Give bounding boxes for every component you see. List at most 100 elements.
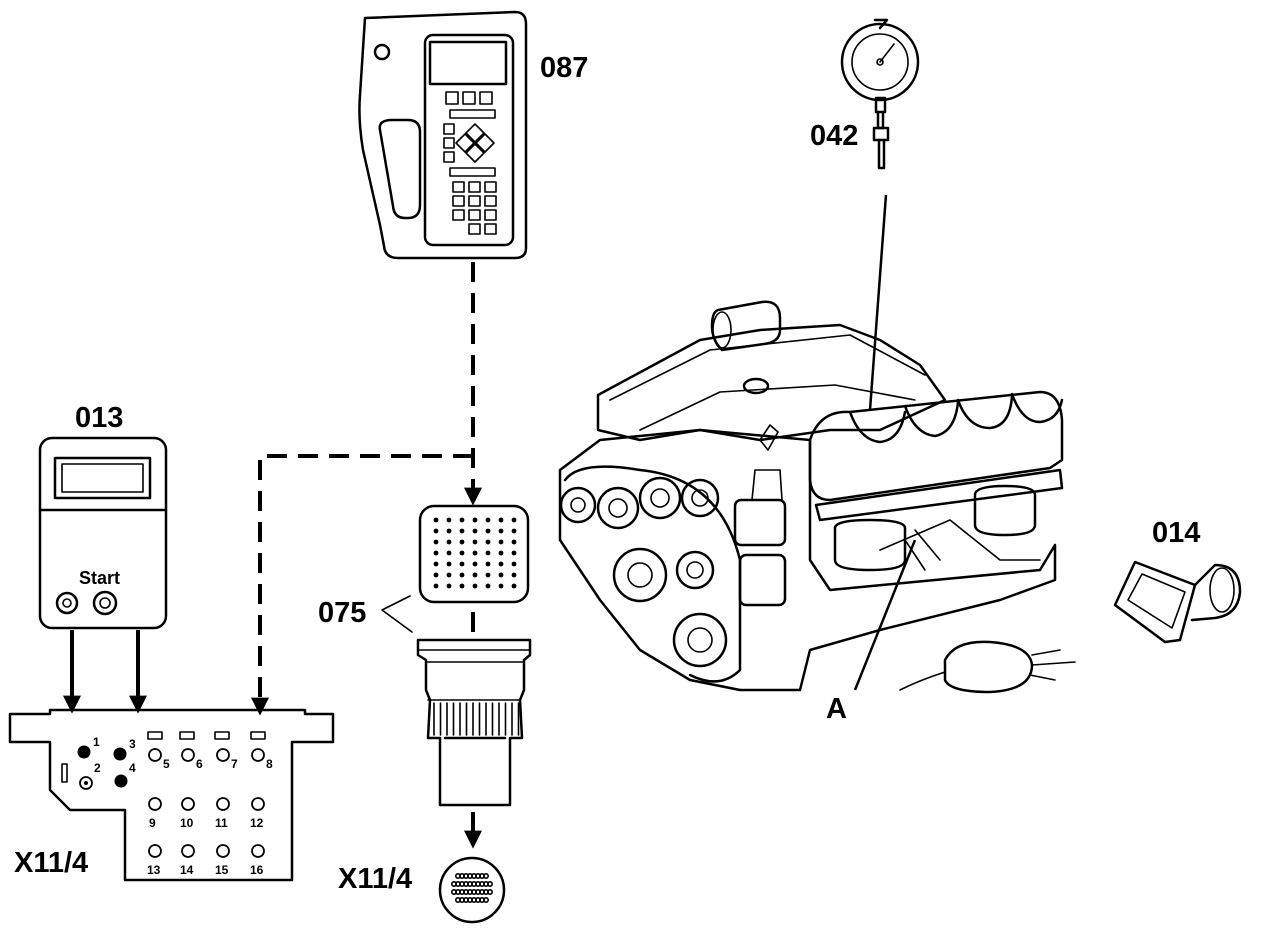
pin-contact: [251, 748, 265, 762]
gauge-lead-line: [868, 194, 888, 411]
plug-contact: [472, 583, 478, 589]
round-socket-contacts: [450, 872, 493, 903]
plug-contact: [446, 583, 452, 589]
plug-contact: [459, 550, 465, 556]
pin-contact: [148, 844, 162, 858]
plug-contact: [498, 561, 504, 567]
keypad-key: [452, 181, 465, 193]
plug-contact: [498, 539, 504, 545]
plug-contact: [433, 539, 439, 545]
keypad-key: [468, 181, 481, 193]
tester-013: Start 013: [38, 402, 168, 630]
plug-contact: [485, 517, 491, 523]
socket-pin: 14: [180, 844, 195, 877]
pin-number: 9: [149, 816, 156, 830]
keypad-key: [468, 223, 481, 235]
pin-contact-center: [84, 781, 88, 785]
socket-pin: 7: [216, 748, 238, 771]
label-075: 075: [318, 597, 366, 629]
plug-contact: [511, 550, 517, 556]
plug-contact: [459, 583, 465, 589]
pin-number: 12: [250, 816, 264, 830]
plug-contact: [511, 561, 517, 567]
pin-number: 10: [180, 816, 194, 830]
plug-contact: [511, 572, 517, 578]
keypad-key: [452, 195, 465, 207]
label-x11-4-left: X11/4: [14, 847, 88, 879]
plug-contact: [485, 539, 491, 545]
keypad-key: [484, 181, 497, 193]
pin-contact: [148, 748, 162, 762]
socket-pin: 9: [148, 797, 162, 830]
label-x11-4-right: X11/4: [338, 863, 412, 895]
socket-pin: 4: [114, 761, 136, 788]
start-button-label: Start: [79, 568, 120, 588]
plug-contact: [433, 583, 439, 589]
pin-contact-filled: [77, 745, 91, 759]
plug-contact: [446, 561, 452, 567]
keypad-key: [452, 209, 465, 221]
pin-contact: [216, 844, 230, 858]
plug-contact: [459, 572, 465, 578]
plug-contact: [459, 561, 465, 567]
plug-contact: [485, 550, 491, 556]
pin-contact: [181, 844, 195, 858]
pin-number: 3: [129, 737, 136, 751]
socket-pin: 3: [113, 737, 136, 761]
label-a: A: [826, 693, 847, 725]
plug-contact: [485, 572, 491, 578]
plug-contact: [498, 550, 504, 556]
pin-number: 6: [196, 757, 203, 771]
plug-contact: [485, 528, 491, 534]
keypad-key: [484, 223, 497, 235]
pin-contact-filled: [114, 774, 128, 788]
pin-contact: [148, 797, 162, 811]
plug-contact: [511, 583, 517, 589]
plug-contact: [472, 539, 478, 545]
plug-contact: [472, 572, 478, 578]
pin-number: 2: [94, 761, 101, 775]
pin-contact: [216, 797, 230, 811]
round-socket-contact: [482, 872, 489, 879]
plug-contact: [485, 583, 491, 589]
plug-contact: [433, 550, 439, 556]
plug-grip-ribs: [433, 702, 520, 736]
keypad-key: [468, 195, 481, 207]
socket-pin: 1: [77, 735, 100, 759]
pin-number: 7: [231, 757, 238, 771]
pin-number: 16: [250, 863, 264, 877]
plug-contact: [459, 528, 465, 534]
plug-contact: [446, 528, 452, 534]
pin-number: 11: [215, 816, 228, 830]
plug-contact: [511, 539, 517, 545]
round-socket-contact: [486, 888, 493, 895]
socket-pin: 13: [147, 844, 162, 877]
plug-contact: [433, 528, 439, 534]
pin-number: 14: [180, 863, 194, 877]
socket-pin: 5: [148, 748, 170, 771]
keypad-087: [452, 181, 497, 235]
plug-contact: [433, 517, 439, 523]
pin-number: 1: [93, 735, 100, 749]
plug-contact: [511, 517, 517, 523]
label-042: 042: [810, 120, 858, 152]
pin-contact: [181, 748, 195, 762]
hand-held-tester-087: 087: [358, 10, 588, 260]
plug-contact: [446, 539, 452, 545]
keypad-key: [484, 195, 497, 207]
socket-pin: 12: [250, 797, 265, 830]
pin-contact: [251, 797, 265, 811]
plug-contact: [433, 572, 439, 578]
keypad-key: [468, 209, 481, 221]
pin-contact: [181, 797, 195, 811]
pin-contact: [216, 748, 230, 762]
plug-contact: [433, 561, 439, 567]
plug-contact: [446, 517, 452, 523]
connection-lines: [63, 262, 482, 849]
engine-illustration: A: [558, 300, 1076, 725]
plug-contact-grid: [433, 517, 517, 589]
pin-number: 13: [147, 863, 161, 877]
